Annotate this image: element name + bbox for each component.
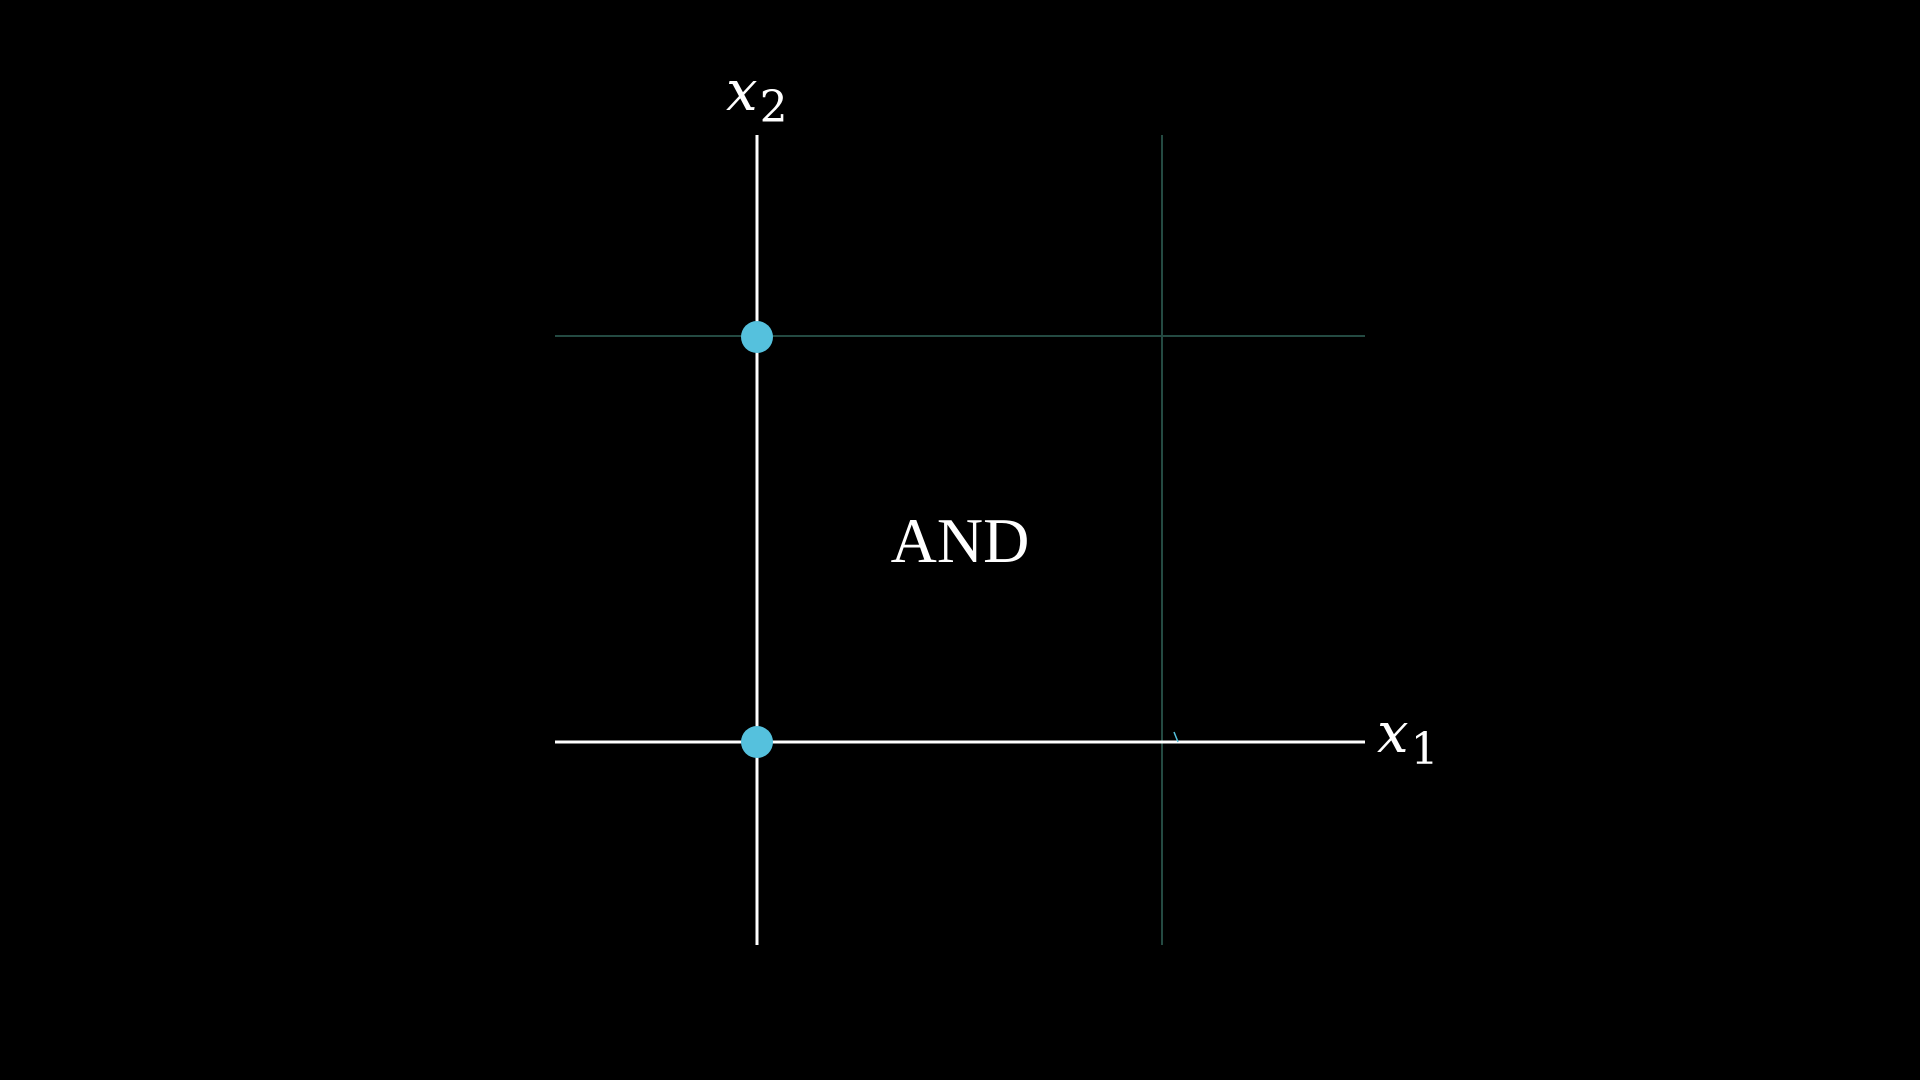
data-point-0-1 (741, 321, 773, 353)
data-point-0-0 (741, 726, 773, 758)
gate-label: AND (891, 505, 1030, 576)
data-points (741, 321, 773, 758)
x2-axis-label: x2 (726, 59, 788, 133)
x1-axis-label: x1 (1377, 701, 1439, 775)
tick-mark (1173, 731, 1179, 743)
